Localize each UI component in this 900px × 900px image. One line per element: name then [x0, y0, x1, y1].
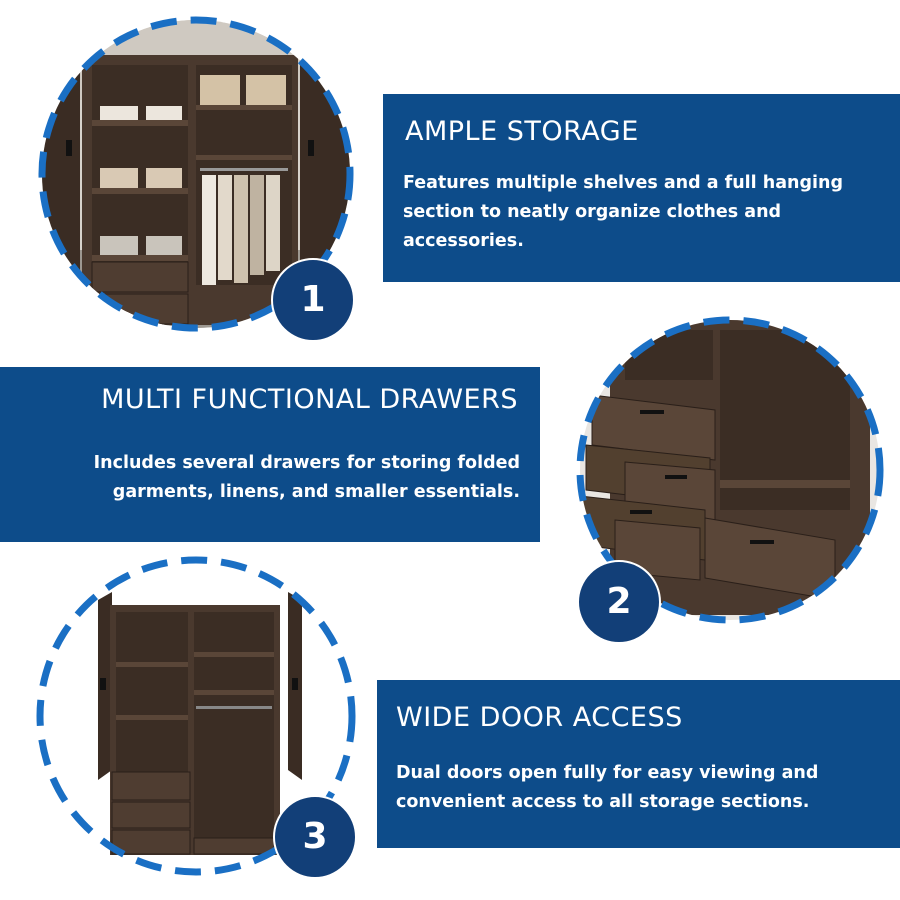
feature-panel-wide-door-access: WIDE DOOR ACCESS Dual doors open fully f…	[377, 680, 900, 848]
feature-panel-ample-storage: AMPLE STORAGE Features multiple shelves …	[383, 94, 900, 282]
feature-panel-multi-functional-drawers: MULTI FUNCTIONAL DRAWERS Includes severa…	[0, 367, 540, 542]
feature-number-badge: 3	[273, 795, 357, 879]
feature-description: Features multiple shelves and a full han…	[403, 173, 844, 251]
feature-description: Dual doors open fully for easy viewing a…	[396, 763, 819, 812]
feature-description: Includes several drawers for storing fol…	[93, 453, 520, 502]
feature-number-badge: 1	[271, 258, 355, 342]
feature-heading: AMPLE STORAGE	[405, 116, 639, 147]
feature-heading: MULTI FUNCTIONAL DRAWERS	[101, 384, 518, 415]
feature-heading: WIDE DOOR ACCESS	[396, 702, 683, 733]
feature-number-badge: 2	[577, 560, 661, 644]
